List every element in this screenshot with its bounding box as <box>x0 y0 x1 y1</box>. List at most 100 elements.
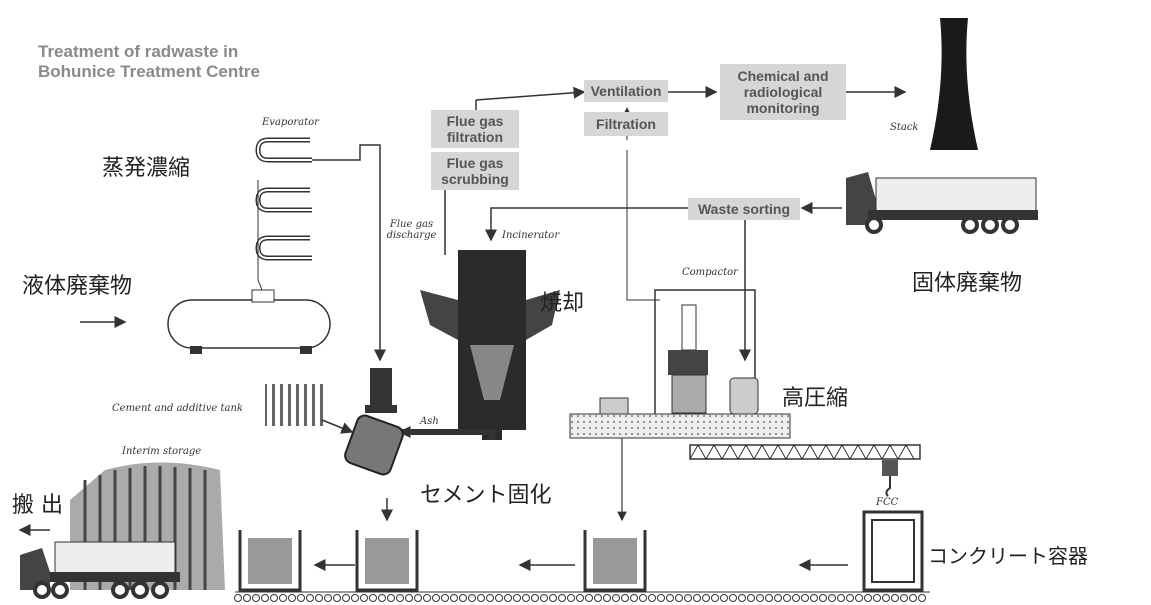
roller <box>270 594 278 602</box>
roller <box>234 594 242 602</box>
roller <box>378 594 386 602</box>
flue-gas-scrubbing-box: Flue gas scrubbing <box>431 152 519 190</box>
incinerator <box>420 250 560 440</box>
roller <box>837 594 845 602</box>
roller <box>747 594 755 602</box>
roller <box>306 594 314 602</box>
roller <box>711 594 719 602</box>
incinerator-label: Incinerator <box>502 230 560 241</box>
roller <box>630 594 638 602</box>
roller <box>387 594 395 602</box>
cement-tank-label: Cement and additive tank <box>112 403 243 414</box>
roller <box>279 594 287 602</box>
roller <box>468 594 476 602</box>
roller <box>603 594 611 602</box>
roller <box>612 594 620 602</box>
waste-sorting-box: Waste sorting <box>688 198 800 220</box>
roller <box>261 594 269 602</box>
monitoring-box: Chemical and radiological monitoring <box>720 64 846 120</box>
roller <box>828 594 836 602</box>
roller <box>558 594 566 602</box>
roller <box>900 594 908 602</box>
roller <box>360 594 368 602</box>
roller <box>288 594 296 602</box>
roller <box>657 594 665 602</box>
shipping-jp-label: 搬 出 <box>12 493 63 518</box>
roller <box>846 594 854 602</box>
compactor-label: Compactor <box>682 267 738 278</box>
roller <box>252 594 260 602</box>
roller <box>585 594 593 602</box>
roller <box>639 594 647 602</box>
cement-tank <box>265 384 323 426</box>
roller <box>414 594 422 602</box>
roller <box>765 594 773 602</box>
roller <box>648 594 656 602</box>
roller <box>702 594 710 602</box>
roller <box>882 594 890 602</box>
roller <box>810 594 818 602</box>
stack <box>930 18 978 150</box>
roller <box>909 594 917 602</box>
compaction-jp-label: 高圧縮 <box>782 386 849 411</box>
roller <box>756 594 764 602</box>
fcc-label: FCC <box>876 497 899 508</box>
roller <box>666 594 674 602</box>
roller <box>567 594 575 602</box>
solid-waste-jp-label: 固体廃棄物 <box>912 271 1023 296</box>
roller <box>792 594 800 602</box>
cementation-jp-label: セメント固化 <box>420 483 552 508</box>
roller <box>873 594 881 602</box>
roller <box>396 594 404 602</box>
ash-label: Ash <box>420 416 439 427</box>
roller <box>369 594 377 602</box>
roller <box>801 594 809 602</box>
roller <box>576 594 584 602</box>
crane <box>689 444 921 460</box>
roller <box>459 594 467 602</box>
roller <box>423 594 431 602</box>
roller <box>549 594 557 602</box>
roller <box>513 594 521 602</box>
roller <box>441 594 449 602</box>
roller <box>342 594 350 602</box>
liquid-waste-jp-label: 液体廃棄物 <box>22 274 133 299</box>
interim-storage-label: Interim storage <box>122 446 202 457</box>
roller <box>405 594 413 602</box>
roller <box>486 594 494 602</box>
roller <box>918 594 926 602</box>
evaporation-jp-label: 蒸発濃縮 <box>102 156 191 181</box>
roller <box>675 594 683 602</box>
roller <box>540 594 548 602</box>
stack-label: Stack <box>890 122 919 133</box>
roller <box>432 594 440 602</box>
containers <box>238 510 924 592</box>
roller <box>720 594 728 602</box>
roller <box>594 594 602 602</box>
roller <box>504 594 512 602</box>
roller <box>891 594 899 602</box>
roller <box>495 594 503 602</box>
roller <box>774 594 782 602</box>
roller <box>333 594 341 602</box>
title-line-1: Treatment of radwaste in <box>38 42 239 61</box>
roller <box>783 594 791 602</box>
flue-gas-filtration-box: Flue gas filtration <box>431 110 519 148</box>
roller <box>693 594 701 602</box>
truck-right <box>846 172 1038 234</box>
title-line-2: Bohunice Treatment Centre <box>38 62 260 81</box>
roller <box>477 594 485 602</box>
incineration-jp-label: 焼却 <box>540 291 585 316</box>
roller <box>819 594 827 602</box>
roller <box>315 594 323 602</box>
filtration-box: Filtration <box>584 112 668 136</box>
compactor <box>654 289 759 416</box>
concrete-container-jp-label: コンクリート容器 <box>928 544 1088 568</box>
roller <box>864 594 872 602</box>
roller <box>324 594 332 602</box>
roller <box>522 594 530 602</box>
roller <box>450 594 458 602</box>
roller <box>351 594 359 602</box>
roller <box>243 594 251 602</box>
